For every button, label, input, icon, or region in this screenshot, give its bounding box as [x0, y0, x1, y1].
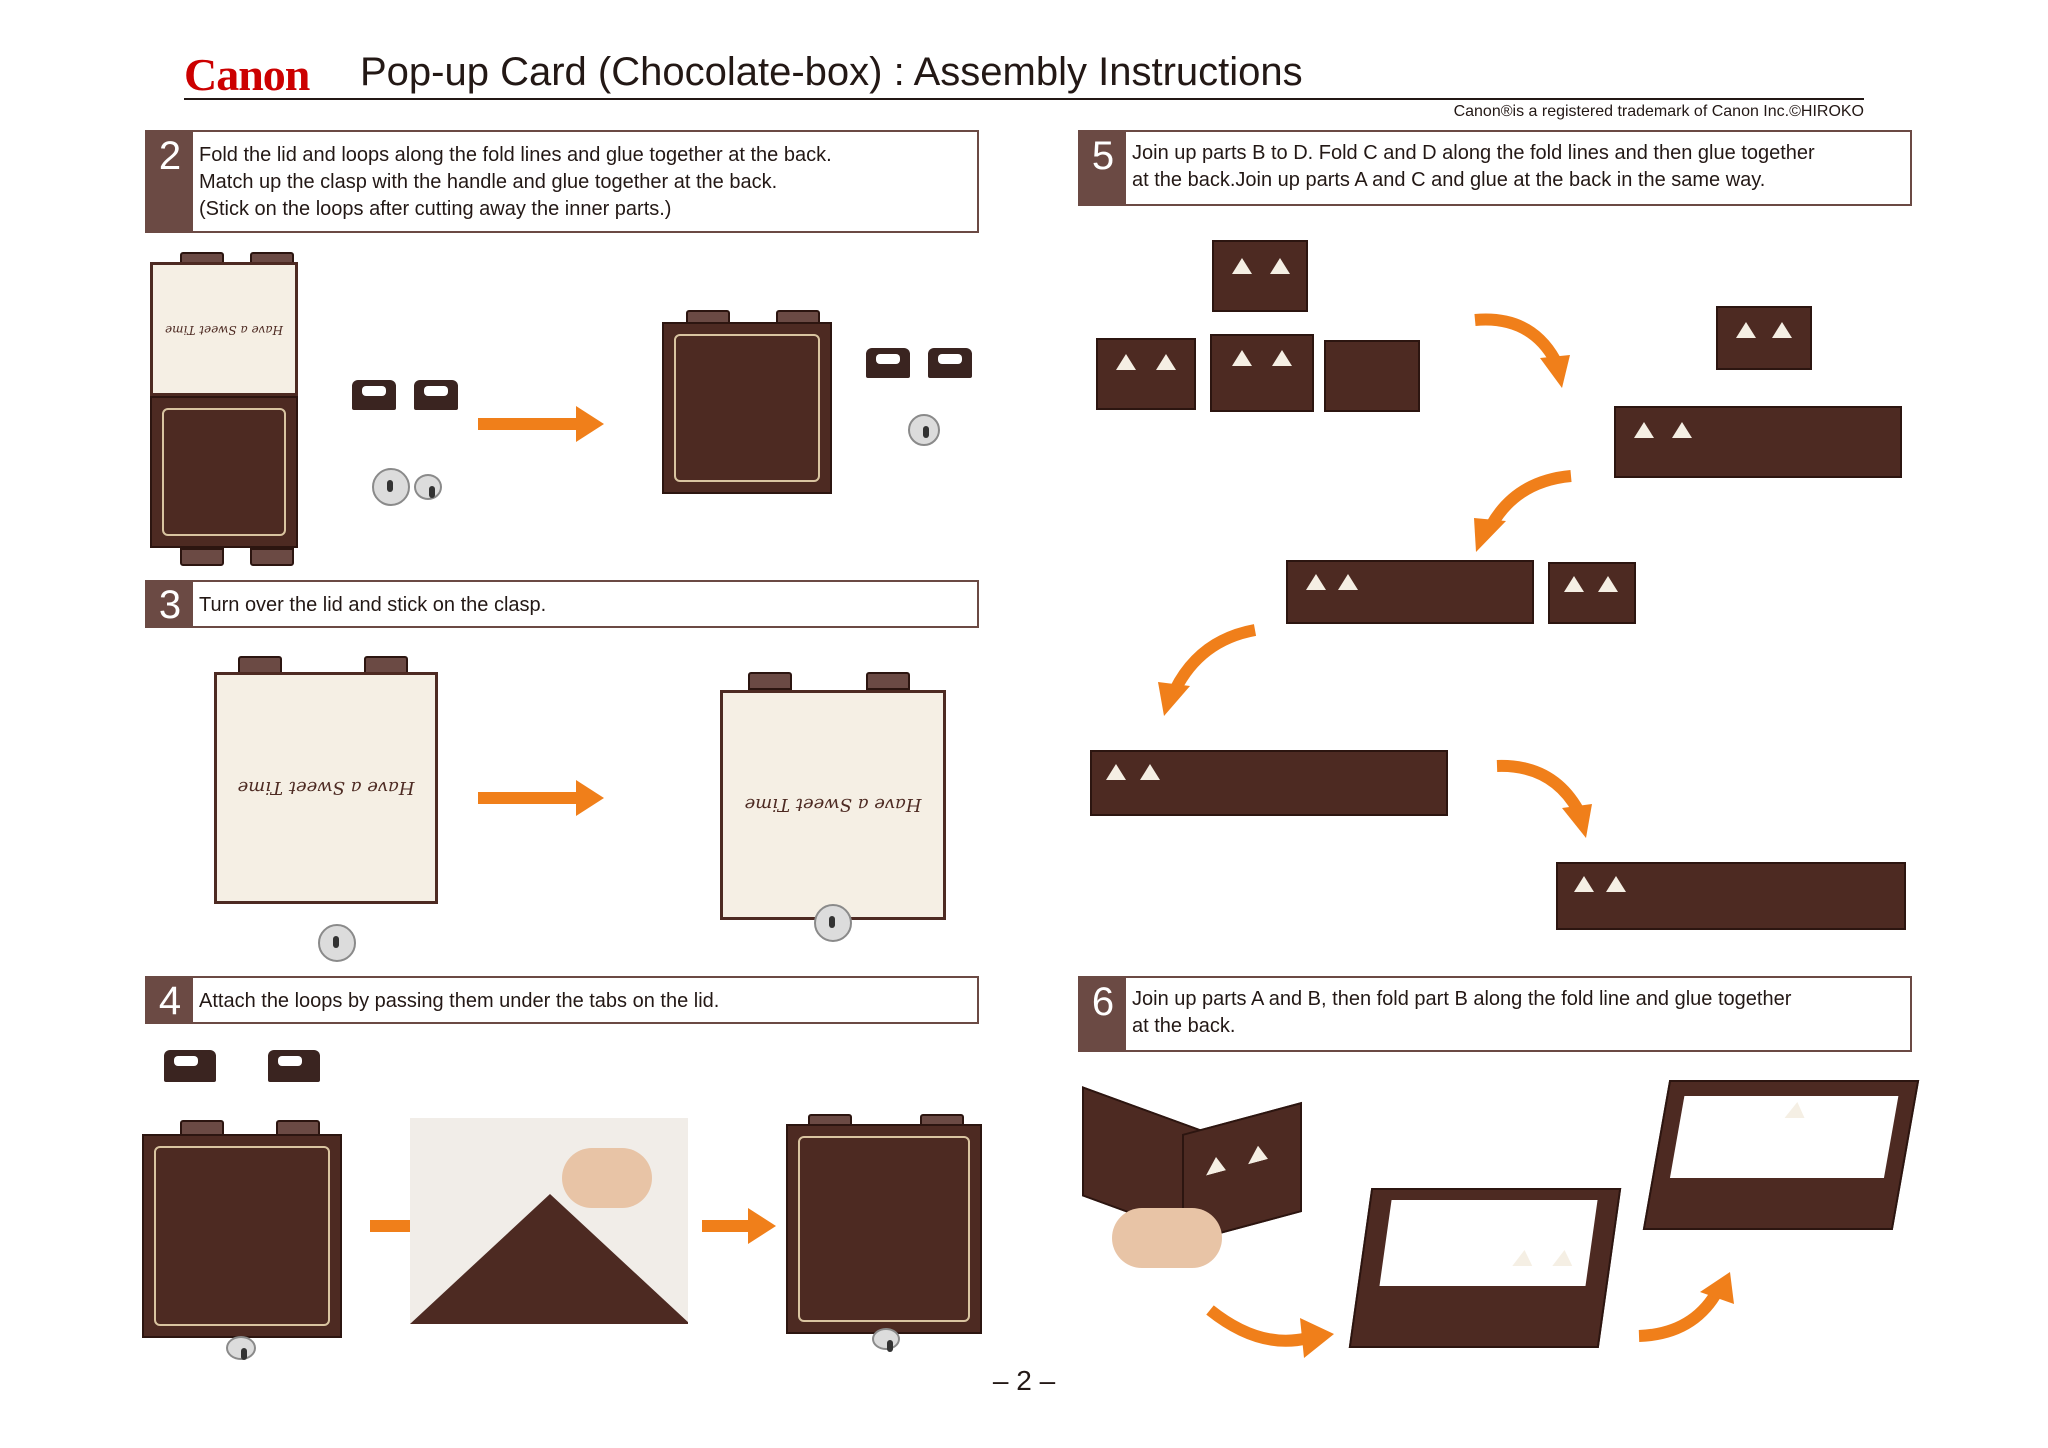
page-title: Pop-up Card (Chocolate-box) : Assembly I… [360, 50, 1303, 94]
card-script-text: Have a Sweet Time [744, 793, 922, 815]
step-text: Join up parts A and B, then fold part B … [1132, 988, 1792, 1037]
step-2-box: 2 Fold the lid and loops along the fold … [145, 130, 979, 233]
unfolded-lid-bottom [150, 396, 298, 548]
part-box [1212, 240, 1308, 312]
part-box [1096, 338, 1196, 410]
step-number: 4 [147, 978, 193, 1023]
loop-part [352, 380, 396, 410]
step-number: 5 [1080, 132, 1126, 204]
part-box [1324, 340, 1420, 412]
step-text: Join up parts B to D. Fold C and D along… [1132, 142, 1815, 191]
joined-parts [1614, 406, 1902, 478]
curved-arrow-icon [1474, 470, 1572, 552]
loop-part [414, 380, 458, 410]
curved-arrow-icon [1474, 313, 1570, 388]
loop-part [866, 348, 910, 378]
joined-parts [1556, 862, 1906, 930]
card-script-text: Have a Sweet Time [237, 776, 415, 798]
step-6-box: 6 Join up parts A and B, then fold part … [1078, 976, 1912, 1052]
lid-back: Have a Sweet Time [214, 672, 438, 904]
hand-joining-parts-photo [1082, 1078, 1302, 1274]
step-number: 2 [147, 132, 193, 231]
loop-part [268, 1050, 320, 1082]
lid-back-with-clasp: Have a Sweet Time [720, 690, 946, 920]
curved-arrow-icon [1158, 624, 1257, 716]
loop-part [164, 1050, 216, 1082]
trademark-notice: Canon®is a registered trademark of Canon… [1453, 103, 1864, 120]
header-rule [184, 98, 1864, 100]
box-assembly [1348, 1188, 1622, 1348]
step-text: Attach the loops by passing them under t… [199, 990, 720, 1012]
step-5-box: 5 Join up parts B to D. Fold C and D alo… [1078, 130, 1912, 206]
step-text: Fold the lid and loops along the fold li… [199, 144, 832, 220]
unfolded-lid-top: Have a Sweet Time [150, 262, 298, 396]
curved-arrow-icon [1638, 1272, 1734, 1342]
clasp-part [814, 904, 852, 942]
page-number: – 2 – [992, 1365, 1056, 1396]
joined-parts [1286, 560, 1534, 624]
part-box [1716, 306, 1812, 370]
canon-logo: Canon [184, 49, 310, 100]
curved-arrow-icon [1496, 759, 1592, 838]
curved-arrow-icon [1206, 1305, 1334, 1358]
loop-part [928, 348, 972, 378]
arrow-right-icon [478, 406, 604, 442]
clasp-part [372, 468, 410, 506]
part-box [1548, 562, 1636, 624]
clasp-part [872, 1328, 900, 1352]
hand-attaching-loop-photo [410, 1118, 688, 1324]
step-3-box: 3 Turn over the lid and stick on the cla… [145, 580, 979, 628]
lid-with-loops [786, 1124, 982, 1334]
step-4-box: 4 Attach the loops by passing them under… [145, 976, 979, 1024]
part-box [1210, 334, 1314, 412]
step-text: Turn over the lid and stick on the clasp… [199, 594, 547, 616]
lid-front [142, 1134, 342, 1338]
clasp-part [908, 414, 940, 446]
card-script-text: Have a Sweet Time [165, 322, 283, 337]
clasp-part [318, 924, 356, 962]
step-number: 3 [147, 582, 193, 627]
step-number: 6 [1080, 978, 1126, 1050]
arrow-right-icon [478, 780, 604, 816]
joined-parts [1090, 750, 1448, 816]
folded-lid [662, 322, 832, 494]
clasp-part [226, 1336, 256, 1360]
handle-part [414, 474, 442, 500]
completed-box [1642, 1080, 1920, 1230]
arrow-right-icon [702, 1208, 776, 1244]
